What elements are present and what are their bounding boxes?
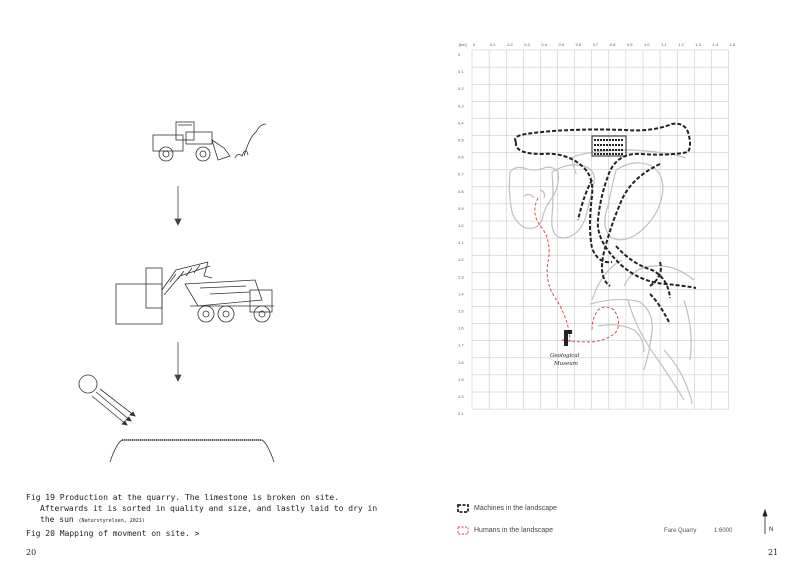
y-tick-label: 0.4 <box>458 120 464 125</box>
map-scale: 1:6000 <box>714 528 733 534</box>
quarry-outlines <box>508 149 695 405</box>
arrow-down-1 <box>174 186 182 226</box>
x-tick-label: 0.3 <box>524 42 530 47</box>
quarry-name: Fare Quarry <box>664 528 697 534</box>
legend-machines-label: Machines in the landscape <box>474 505 557 512</box>
site-movement-map: 0 0.1 0.2 0.3 0.4 0.5 0.6 0.7 0.8 0.9 1.0 1.1 1.2 1.3… <box>457 42 768 535</box>
x-tick-label: 0 <box>473 42 476 47</box>
y-tick-label: 0.5 <box>458 138 464 143</box>
x-tick-label: 0.9 <box>627 42 633 47</box>
x-tick-label: 1.2 <box>678 42 684 47</box>
excavator-truck-drawing <box>115 261 274 325</box>
humans-paths <box>534 197 619 343</box>
legend-humans-label: Humans in the landscape <box>474 527 553 534</box>
x-tick-label: 1.1 <box>661 42 667 47</box>
y-tick-label: 0.2 <box>458 86 464 91</box>
caption-line-2: Afterwards it is sorted in quality and s… <box>40 504 378 513</box>
caption-line-3: the sun <box>40 515 74 524</box>
y-tick-label: 1.0 <box>458 223 464 228</box>
y-tick-label: 0.9 <box>458 206 464 211</box>
x-tick-label: 0.7 <box>593 42 599 47</box>
sun-drying-drawing <box>78 374 275 463</box>
museum-label-2: Museum <box>553 361 578 367</box>
y-tick-label: 0.8 <box>458 189 464 194</box>
x-tick-label: 1.5 <box>730 42 736 47</box>
geological-museum-marker <box>564 330 572 346</box>
wheel-loader-drawing <box>152 121 267 162</box>
y-tick-label: 0.6 <box>458 155 464 160</box>
x-tick-label: 1.3 <box>695 42 701 47</box>
north-arrow-icon <box>762 508 768 534</box>
y-tick-label: 1.3 <box>458 274 464 279</box>
x-tick-label: 1.0 <box>644 42 650 47</box>
y-tick-label: 0.7 <box>458 172 464 177</box>
x-tick-label: 1.4 <box>712 42 718 47</box>
y-tick-label: 1.4 <box>458 291 464 296</box>
legend-humans-swatch <box>457 526 469 535</box>
figure-20-reference: Fig 20 Mapping of movment on site. > <box>26 529 200 538</box>
x-tick-label: 0.5 <box>559 42 565 47</box>
y-tick-label: 0 <box>458 52 461 57</box>
x-tick-label: 0.6 <box>576 42 582 47</box>
y-tick-label: 1.1 <box>458 240 464 245</box>
grid-unit-label: [km] <box>459 42 467 47</box>
x-tick-label: 0.1 <box>490 42 496 47</box>
right-page: 0 0.1 0.2 0.3 0.4 0.5 0.6 0.7 0.8 0.9 1.0 1.1 1.2 1.3… <box>402 0 804 568</box>
y-axis-ticks: 0 0.1 0.2 0.3 0.4 0.5 0.6 0.7 0.8 0.9 1.0 1.1 1.2 1.3… <box>458 52 464 416</box>
y-tick-label: 1.2 <box>458 257 464 262</box>
y-tick-label: 2.0 <box>458 394 464 399</box>
x-tick-label: 0.8 <box>610 42 616 47</box>
y-tick-label: 1.8 <box>458 360 464 365</box>
x-tick-label: 0.4 <box>541 42 547 47</box>
y-tick-label: 0.1 <box>458 69 464 74</box>
figure-19-caption: Fig 19 Production at the quarry. The lim… <box>26 492 386 527</box>
arrow-down-2 <box>174 342 182 382</box>
museum-label-1: Geological <box>550 353 580 359</box>
caption-source: (Naturstyrelsen, 2021) <box>78 518 145 524</box>
y-tick-label: 1.5 <box>458 309 464 314</box>
y-tick-label: 1.6 <box>458 326 464 331</box>
x-tick-label: 0.2 <box>507 42 513 47</box>
y-tick-label: 1.7 <box>458 343 464 348</box>
y-tick-label: 0.3 <box>458 103 464 108</box>
caption-line-1: Fig 19 Production at the quarry. The lim… <box>26 493 340 502</box>
x-axis-ticks: 0 0.1 0.2 0.3 0.4 0.5 0.6 0.7 0.8 0.9 1.0 1.1 1.2 1.3… <box>473 42 736 47</box>
page-number-right: 21 <box>768 548 779 557</box>
legend-machines-swatch <box>457 504 469 513</box>
machines-cluster <box>591 135 627 157</box>
map-grid <box>471 49 729 410</box>
y-tick-label: 1.9 <box>458 377 464 382</box>
north-label: N <box>769 527 774 533</box>
left-page: Fig 19 Production at the quarry. The lim… <box>26 121 386 557</box>
page-number-left: 20 <box>26 548 37 557</box>
production-illustration <box>78 121 275 463</box>
y-tick-label: 2.1 <box>458 411 464 416</box>
machines-paths <box>514 122 697 325</box>
